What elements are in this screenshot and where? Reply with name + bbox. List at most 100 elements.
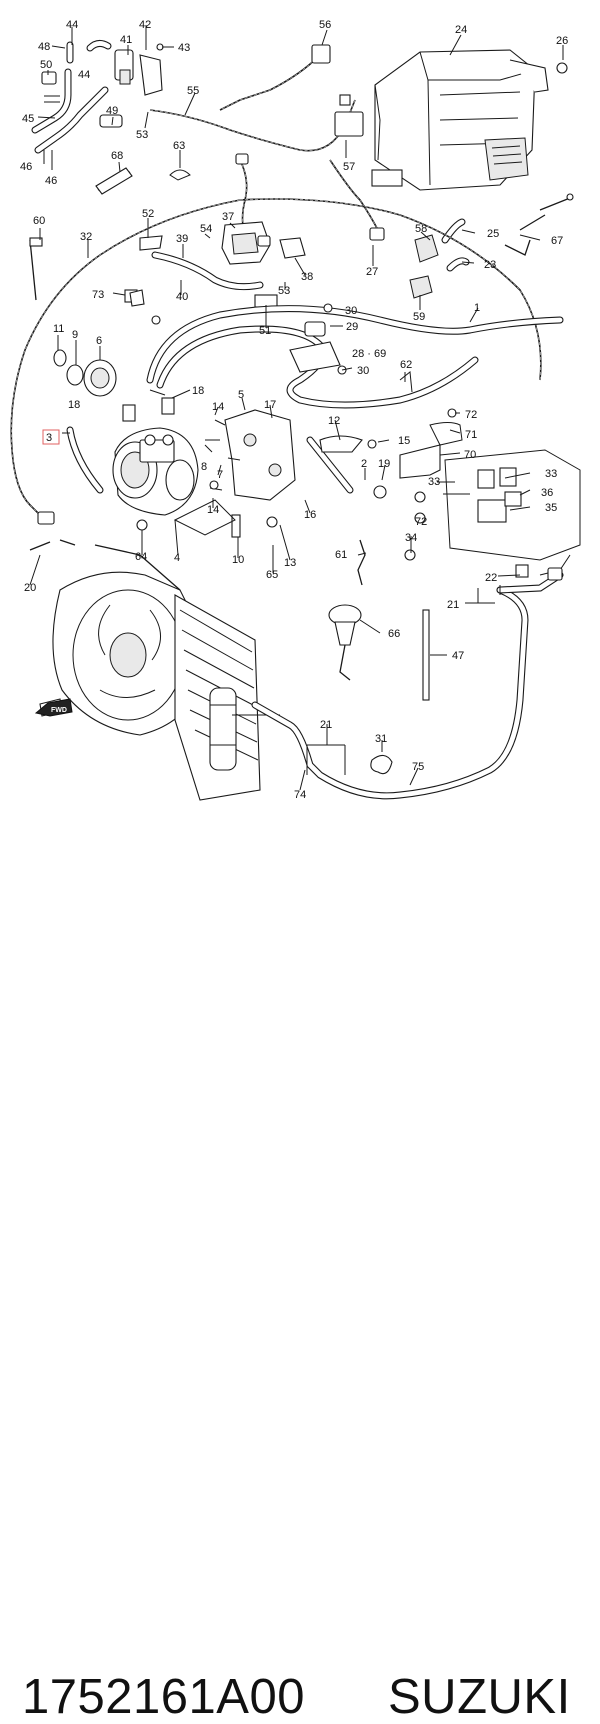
callout-label: 39 xyxy=(176,233,188,245)
leader-lines xyxy=(29,25,564,791)
callout-label: 65 xyxy=(266,569,278,581)
callout-label: 3 xyxy=(46,432,52,444)
callout-label: 20 xyxy=(24,582,36,594)
callout-label: 50 xyxy=(40,59,52,71)
callout-label: 15 xyxy=(398,435,410,447)
fasteners xyxy=(122,289,457,586)
callout-label: 2 xyxy=(361,458,367,470)
callout-label: 72 xyxy=(415,516,427,528)
callout-label: 66 xyxy=(388,628,400,640)
callout-label: 64 xyxy=(135,551,147,563)
callout-label: 13 xyxy=(284,557,296,569)
callout-label: 35 xyxy=(545,502,557,514)
long-harness xyxy=(10,198,542,525)
callout-label: 37 xyxy=(222,211,234,223)
callout-label: 19 xyxy=(378,458,390,470)
callout-label: 61 xyxy=(335,549,347,561)
callout-label: 26 xyxy=(556,35,568,47)
callout-label: 55 xyxy=(187,85,199,97)
fwd-arrow-icon: FWD xyxy=(34,698,73,717)
callout-label: 58 xyxy=(415,223,427,235)
callout-label: 11 xyxy=(53,323,64,335)
brand-name: SUZUKI xyxy=(388,1670,571,1724)
callout-label: 21 xyxy=(320,719,332,731)
callout-label: 30 xyxy=(357,365,369,377)
callout-label: 45 xyxy=(22,113,34,125)
callout-label: 33 xyxy=(428,476,440,488)
wiring-harness xyxy=(149,44,385,241)
callout-label: 56 xyxy=(319,19,331,31)
callout-label: 74 xyxy=(294,789,306,801)
callout-label: 17 xyxy=(264,399,276,411)
liquid-pipes xyxy=(251,564,564,800)
callout-label: 53 xyxy=(136,129,148,141)
callout-label: 16 xyxy=(304,509,316,521)
callout-label: 31 xyxy=(375,733,387,745)
callout-label: 22 xyxy=(485,572,497,584)
callout-label: 75 xyxy=(412,761,424,773)
condenser-fan xyxy=(29,539,280,801)
callout-label: 48 xyxy=(38,41,50,53)
callout-label: 18 xyxy=(68,399,80,411)
highlighted-callout-box xyxy=(42,429,60,445)
callout-label: 62 xyxy=(400,359,412,371)
callout-label: 44 xyxy=(66,19,78,31)
callout-label: 9 xyxy=(72,329,78,341)
callout-label: 46 xyxy=(20,161,32,173)
caption-bar: 1752161A00 SUZUKI xyxy=(0,815,600,1722)
callout-label: 4 xyxy=(174,552,180,564)
callout-label: 12 xyxy=(328,415,340,427)
callout-label: 43 xyxy=(178,42,190,54)
callout-label: 5 xyxy=(238,389,244,401)
callout-label: 6 xyxy=(96,335,102,347)
callout-label: 53 xyxy=(278,285,290,297)
callout-label: 46 xyxy=(45,175,57,187)
callout-labels: 44 42 56 24 48 41 43 26 50 44 45 49 55 5… xyxy=(20,19,568,801)
callout-label: 47 xyxy=(452,650,464,662)
callout-label: 40 xyxy=(176,291,188,303)
callout-label: 70 xyxy=(464,449,476,461)
callout-label: 36 xyxy=(541,487,553,499)
evaporator-case xyxy=(371,49,568,191)
callout-label: 30 xyxy=(345,305,357,317)
callout-label: 34 xyxy=(405,532,417,544)
callout-label: 14 xyxy=(212,401,224,413)
callout-label: 23 xyxy=(484,259,496,271)
callout-label: 67 xyxy=(551,235,563,247)
callout-label: 42 xyxy=(139,19,151,31)
callout-label: 33 xyxy=(545,468,557,480)
parts-diagram: 44 42 56 24 48 41 43 26 50 44 45 49 55 5… xyxy=(10,19,581,801)
callout-label: 27 xyxy=(366,266,378,278)
callout-label: 28 · 69 xyxy=(352,348,386,360)
callout-label: 54 xyxy=(200,223,212,235)
callout-label: 21 xyxy=(447,599,459,611)
vacuum-switch-assembly xyxy=(124,221,306,308)
callout-label: 38 xyxy=(301,271,313,283)
drain-hoses xyxy=(409,193,574,299)
part-number: 1752161A00 xyxy=(22,1670,305,1724)
callout-label: 72 xyxy=(465,409,477,421)
callout-label: 14 xyxy=(207,504,219,516)
callout-label: 60 xyxy=(33,215,45,227)
callout-label: 73 xyxy=(92,289,104,301)
fwd-label: FWD xyxy=(51,707,67,714)
callout-label: 24 xyxy=(455,24,467,36)
callout-label: 71 xyxy=(465,429,477,441)
callout-label: 32 xyxy=(80,231,92,243)
callout-label: 1 xyxy=(474,302,480,314)
callout-label: 25 xyxy=(487,228,499,240)
callout-label: 49 xyxy=(106,105,118,117)
callout-label: 41 xyxy=(120,34,132,46)
callout-label: 10 xyxy=(232,554,244,566)
vacuum-hose-group xyxy=(31,39,191,195)
callout-label: 57 xyxy=(343,161,355,173)
callout-label: 51 xyxy=(259,325,271,337)
callout-label: 29 xyxy=(346,321,358,333)
callout-label: 68 xyxy=(111,150,123,162)
callout-label: 44 xyxy=(78,69,90,81)
callout-label: 7 xyxy=(217,469,223,481)
callout-label: 59 xyxy=(413,311,425,323)
compressor xyxy=(53,349,296,538)
callout-label: 63 xyxy=(173,140,185,152)
callout-label: 52 xyxy=(142,208,154,220)
